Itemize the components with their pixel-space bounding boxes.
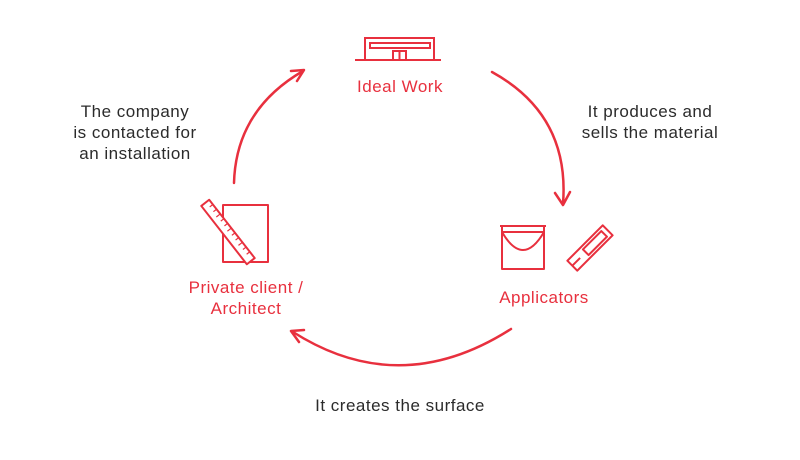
node-label-client-line1: Private client / [188,278,304,297]
edge-label-contacted-line3: an installation [79,144,191,163]
edge-label-contacted-line2: is contacted for [73,123,197,142]
arrowhead-applicators [553,190,572,207]
arrow-ideal-work-to-applicators [490,70,565,206]
arrowhead-ideal-work [289,68,306,83]
edge-label-produces-line1: It produces and [587,102,713,121]
edge-label-company-contacted: The company is contacted for an installa… [50,101,220,164]
node-label-client: Private client / Architect [166,277,326,319]
trowel-icon [566,224,614,272]
node-label-client-line2: Architect [210,299,282,318]
arrow-client-to-ideal-work [232,69,305,185]
arrowhead-client [289,328,306,344]
factory-building-icon [355,37,441,61]
edge-label-creates-surface: It creates the surface [315,396,485,415]
node-label-applicators: Applicators [499,288,589,307]
edge-label-produces-line2: sells the material [581,123,719,142]
node-label-ideal-work: Ideal Work [357,77,443,96]
paint-bucket-icon [500,225,546,270]
edge-label-produces-and-sells: It produces and sells the material [560,101,740,143]
edge-label-contacted-line1: The company [80,102,190,121]
arrow-applicators-to-client [291,327,513,367]
ruler-and-paper-icon [200,198,269,266]
